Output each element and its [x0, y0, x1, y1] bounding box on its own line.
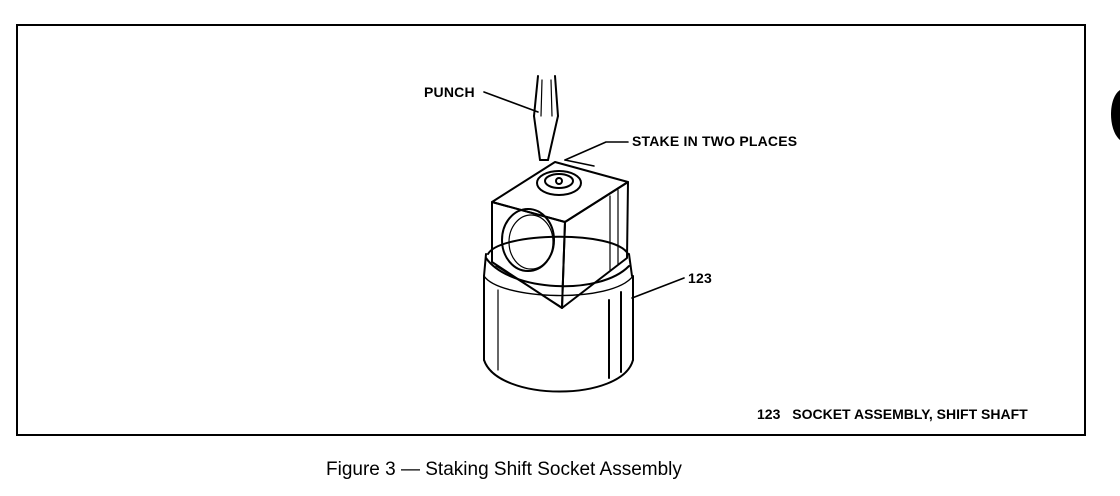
legend-part-description: SOCKET ASSEMBLY, SHIFT SHAFT	[792, 406, 1028, 422]
punch-tool	[533, 75, 559, 161]
stake-label: STAKE IN TWO PLACES	[632, 133, 798, 149]
part-number-label: 123	[688, 270, 712, 286]
figure-caption: Figure 3 — Staking Shift Socket Assembly	[326, 459, 682, 480]
scan-artifact	[1111, 90, 1120, 140]
cube-head	[491, 161, 629, 309]
stake-pin	[536, 170, 582, 196]
punch-label: PUNCH	[424, 84, 475, 100]
legend-part-number: 123	[757, 406, 781, 422]
parts-legend: 123 SOCKET ASSEMBLY, SHIFT SHAFT	[757, 406, 1028, 422]
socket-body	[483, 235, 634, 393]
figure-frame	[16, 24, 1086, 436]
